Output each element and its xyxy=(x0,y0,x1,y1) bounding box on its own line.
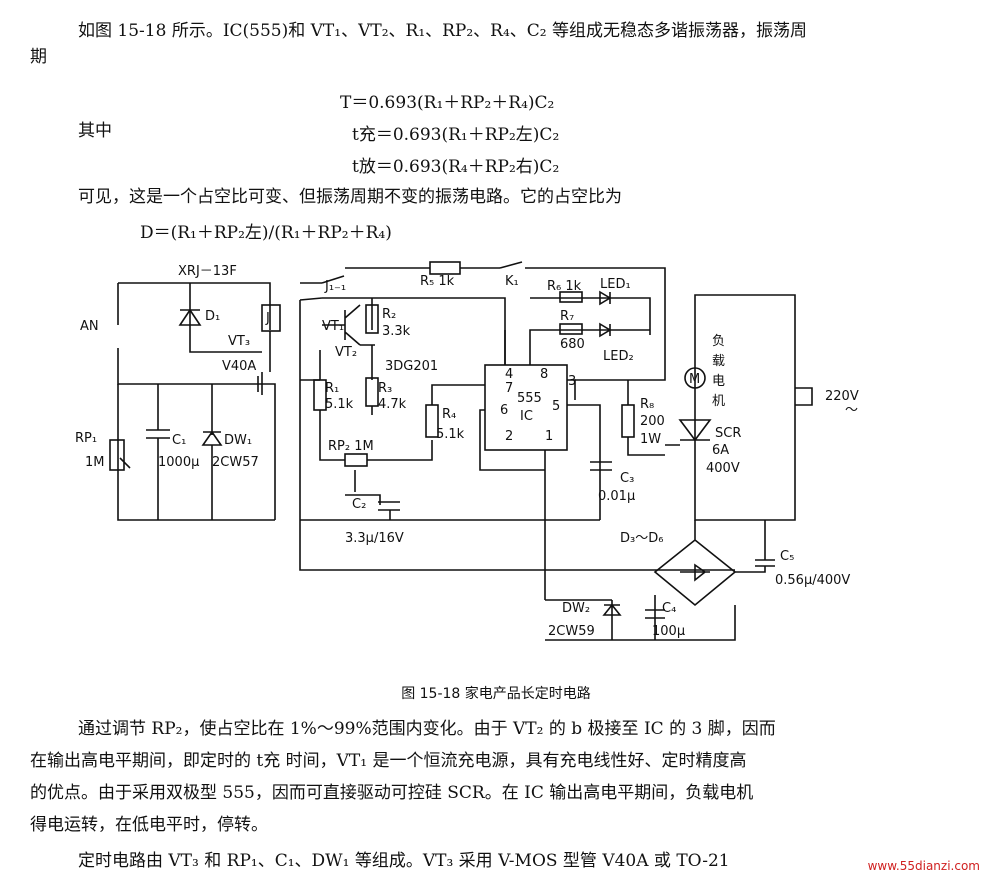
watermark: www.55dianzi.com xyxy=(867,859,980,873)
label-c3-value: 0.01μ xyxy=(598,489,635,504)
label-switch-j: J₁₋₁ xyxy=(324,279,346,294)
label-r8-value2: 1W xyxy=(640,432,661,447)
label-load-4: 机 xyxy=(712,394,725,409)
label-r2-value: 3.3k xyxy=(382,324,411,339)
label-c2: C₂ xyxy=(352,497,366,512)
label-j-coil: J xyxy=(265,311,270,326)
label-vt2-type: 3DG201 xyxy=(385,359,438,374)
label-c1-value: 1000μ xyxy=(158,455,199,470)
label-c2-value: 3.3μ/16V xyxy=(345,531,404,546)
label-r3: R₃ xyxy=(378,381,392,396)
label-r7-value: 680 xyxy=(560,337,585,352)
label-load-3: 电 xyxy=(712,374,725,389)
label-vt1: VT₁ xyxy=(322,319,344,334)
label-scr: SCR xyxy=(715,426,741,441)
formula-charge-time: t充＝0.693(R₁＋RP₂左)C₂ xyxy=(352,125,560,145)
label-rp1: RP₁ xyxy=(75,431,97,446)
para3-line4: 得电运转，在低电平时，停转。 xyxy=(30,815,268,835)
label-motor: M xyxy=(689,372,700,387)
label-r3-value: 4.7k xyxy=(378,397,407,412)
para4: 定时电路由 VT₃ 和 RP₁、C₁、DW₁ 等组成。VT₃ 采用 V-MOS … xyxy=(78,851,730,871)
label-v40a: V40A xyxy=(222,359,256,374)
label-led2: LED₂ xyxy=(603,349,634,364)
label-vt3: VT₃ xyxy=(228,334,250,349)
label-c3: C₃ xyxy=(620,471,634,486)
label-r8: R₈ xyxy=(640,397,654,412)
label-r6: R₆ 1k xyxy=(547,279,582,294)
label-pin6: 6 xyxy=(500,403,508,418)
label-scr-value2: 400V xyxy=(706,461,740,476)
formula-period: T＝0.693(R₁＋RP₂＋R₄)C₂ xyxy=(340,93,555,113)
para3-line1: 通过调节 RP₂，使占空比在 1%～99%范围内变化。由于 VT₂ 的 b 极接… xyxy=(78,719,776,739)
para1-line1: 如图 15-18 所示。IC(555)和 VT₁、VT₂、R₁、RP₂、R₄、C… xyxy=(78,21,808,41)
label-pin8: 8 xyxy=(540,367,548,382)
figure-caption: 图 15-18 家电产品长定时电路 xyxy=(401,686,591,702)
label-rp2: RP₂ 1M xyxy=(328,439,374,454)
label-led1: LED₁ xyxy=(600,277,631,292)
label-r7: R₇ xyxy=(560,309,574,324)
para3-line3: 的优点。由于采用双极型 555，因而可直接驱动可控硅 SCR。在 IC 输出高电… xyxy=(30,783,754,803)
label-relay: XRJ－13F xyxy=(178,264,237,279)
label-ic-name: 555 xyxy=(517,391,542,406)
circuit-diagram: XRJ－13F J₁₋₁ R₅ 1k K₁ R₆ 1k LED₁ R₇ 680 … xyxy=(75,261,859,641)
para3-line2: 在输出高电平期间，即定时的 t充 时间，VT₁ 是一个恒流充电源，具有充电线性好… xyxy=(30,751,747,771)
label-dw1-type: 2CW57 xyxy=(212,455,259,470)
label-k1: K₁ xyxy=(505,274,519,289)
label-an: AN xyxy=(80,319,99,334)
label-d3-d6: D₃～D₆ xyxy=(620,531,663,546)
label-pin3: 3 xyxy=(568,374,576,389)
label-pin5: 5 xyxy=(552,399,560,414)
label-vt2: VT₂ xyxy=(335,345,357,360)
label-pin1: 1 xyxy=(545,429,553,444)
label-c1: C₁ xyxy=(172,433,186,448)
label-r4: R₄ xyxy=(442,407,456,422)
label-pin2: 2 xyxy=(505,429,513,444)
label-dw2-type: 2CW59 xyxy=(548,624,595,639)
label-qizhong: 其中 xyxy=(78,121,112,141)
formula-discharge-time: t放＝0.693(R₄＋RP₂右)C₂ xyxy=(352,157,560,177)
label-d1: D₁ xyxy=(205,309,220,324)
label-r5: R₅ 1k xyxy=(420,274,455,289)
label-c5: C₅ xyxy=(780,549,794,564)
para1-line2: 期 xyxy=(30,47,47,67)
label-c5-value: 0.56μ/400V xyxy=(775,573,850,588)
label-rp1-value: 1M xyxy=(85,455,105,470)
label-c4: C₄ xyxy=(662,601,676,616)
formula-duty-cycle: D＝(R₁＋RP₂左)/(R₁＋RP₂＋R₄) xyxy=(140,223,392,243)
label-c4-value: 100μ xyxy=(652,624,685,639)
label-pin4: 4 xyxy=(505,367,513,382)
label-ac: 220V xyxy=(825,389,859,404)
label-load-2: 载 xyxy=(712,354,725,369)
label-r2: R₂ xyxy=(382,307,396,322)
label-pin7: 7 xyxy=(505,381,513,396)
label-r1-value: 5.1k xyxy=(325,397,354,412)
label-r4-value: 5.1k xyxy=(436,427,465,442)
label-scr-value1: 6A xyxy=(712,443,729,458)
label-dw1: DW₁ xyxy=(224,433,252,448)
label-ic: IC xyxy=(520,409,533,424)
label-r8-value1: 200 xyxy=(640,414,665,429)
label-ac-tilde: ～ xyxy=(845,403,858,418)
label-load-1: 负 xyxy=(712,334,725,349)
label-r1: R₁ xyxy=(325,381,339,396)
para2: 可见，这是一个占空比可变、但振荡周期不变的振荡电路。它的占空比为 xyxy=(78,187,622,207)
label-dw2: DW₂ xyxy=(562,601,590,616)
